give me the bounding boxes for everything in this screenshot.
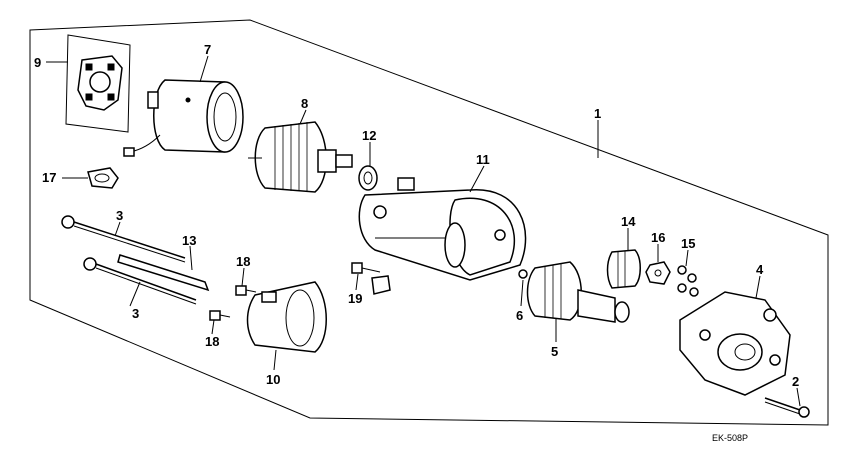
gear-part-14 — [606, 249, 641, 289]
bolt-part-19 — [351, 262, 391, 295]
callout-1: 1 — [594, 106, 601, 121]
callout-15: 15 — [681, 236, 695, 251]
field-yoke-part-7 — [123, 79, 244, 157]
insulator-part-13 — [117, 254, 210, 292]
callout-3-upper: 3 — [116, 208, 123, 223]
callout-13: 13 — [182, 233, 196, 248]
callout-18-upper: 18 — [236, 254, 250, 269]
leader-lines — [46, 55, 801, 407]
callout-3-lower: 3 — [132, 306, 139, 321]
callout-18-lower: 18 — [205, 334, 219, 349]
front-housing-part-4 — [679, 291, 791, 396]
washer-part-12 — [358, 165, 378, 191]
callout-14: 14 — [621, 214, 636, 229]
armature-part-8 — [248, 121, 353, 193]
callout-2: 2 — [792, 374, 799, 389]
callout-8: 8 — [301, 96, 308, 111]
through-bolts-part-3 — [61, 215, 197, 305]
screws-part-18 — [209, 285, 257, 321]
callout-16: 16 — [651, 230, 665, 245]
assembly-boundary — [29, 19, 829, 426]
grommet-part-17 — [87, 167, 119, 189]
callout-17: 17 — [42, 170, 56, 185]
callout-7: 7 — [204, 42, 211, 57]
solenoid-housing-part-11 — [358, 177, 527, 281]
callout-4: 4 — [756, 262, 764, 277]
callout-19: 19 — [348, 291, 362, 306]
callout-12: 12 — [362, 128, 376, 143]
brush-holder-part-9 — [65, 34, 131, 133]
gear-set-part-15 — [677, 265, 699, 297]
callout-6: 6 — [516, 308, 523, 323]
reference-code: EK-508P — [712, 433, 748, 443]
retainer-part-16 — [645, 261, 671, 285]
callout-11: 11 — [476, 152, 490, 167]
rear-cover-part-10 — [246, 281, 327, 353]
steel-ball-part-6 — [518, 269, 528, 279]
overrunning-clutch-part-5 — [526, 261, 630, 323]
callout-9: 9 — [34, 55, 41, 70]
callout-10: 10 — [266, 372, 280, 387]
callout-5: 5 — [551, 344, 558, 359]
mounting-bolt-part-2 — [764, 397, 810, 418]
